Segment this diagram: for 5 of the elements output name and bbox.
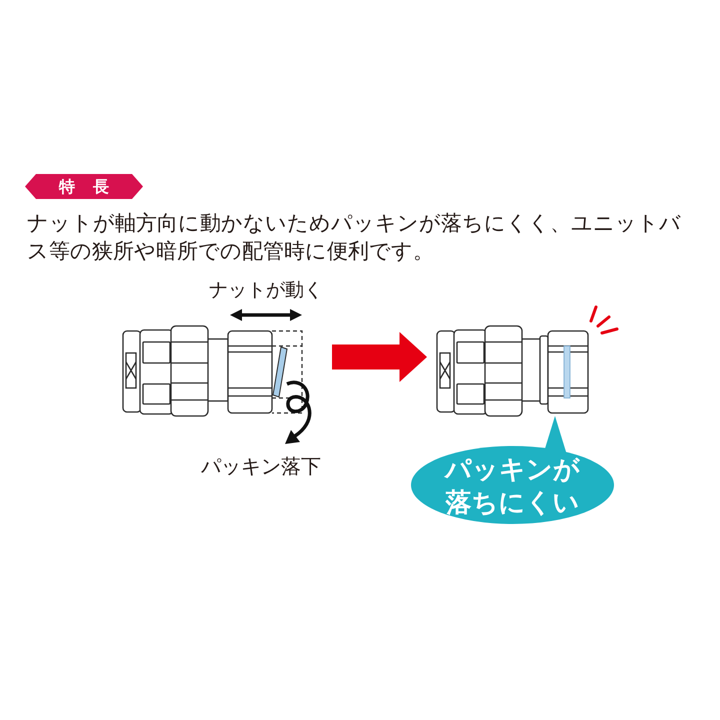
heading-badge: 特長 bbox=[25, 174, 143, 199]
caption-text: パッキン落下 bbox=[201, 454, 321, 478]
arrow bbox=[332, 332, 427, 382]
description-text: ナットが軸方向に動かないためパッキンが落ちにくく、ユニットバス等の狭所や暗所での配管時に便利です。 bbox=[27, 210, 682, 265]
caption-text: ナットが動く bbox=[209, 279, 323, 302]
